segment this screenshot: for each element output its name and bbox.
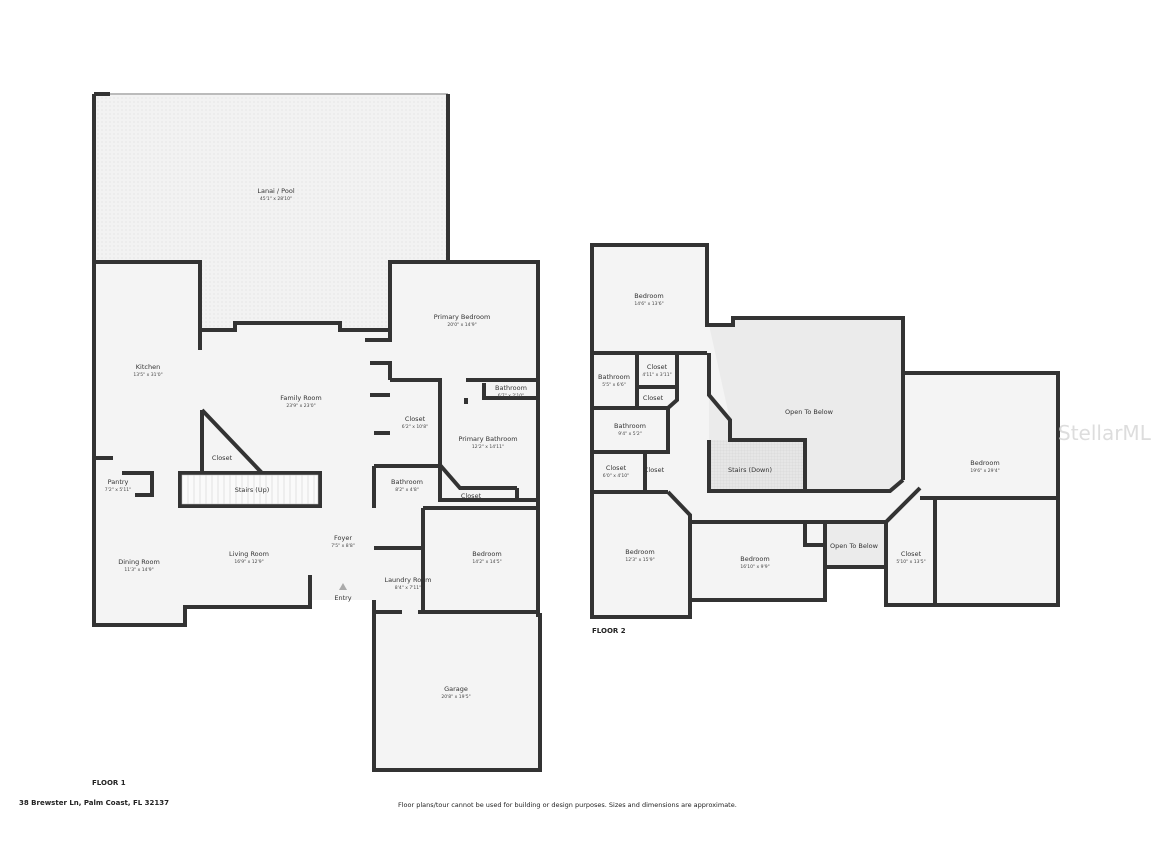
stairs-up-graphic xyxy=(181,474,319,505)
floor-1-area xyxy=(94,262,540,770)
room-name: Bedroom xyxy=(970,459,999,467)
room-name: Stairs (Down) xyxy=(728,466,772,474)
room-name: Open To Below xyxy=(785,408,834,416)
floor-1-plan xyxy=(92,92,542,772)
disclaimer: Floor plans/tour cannot be used for buil… xyxy=(398,801,737,809)
room-dim: 16'9" x 12'9" xyxy=(234,559,263,565)
room-name: Stairs (Up) xyxy=(235,486,270,494)
room-dim: 13'5" x 31'0" xyxy=(133,372,162,378)
room-name: Kitchen xyxy=(136,363,160,371)
room-name: Bedroom xyxy=(634,292,663,300)
room-name: Pantry xyxy=(108,478,129,486)
room-dim: 14'6" x 13'6" xyxy=(634,301,663,307)
room-dim: 8'4" x 7'11" xyxy=(395,585,421,591)
room-name: Family Room xyxy=(280,394,322,402)
room-dim: 14'2" x 14'5" xyxy=(472,559,501,565)
room-name: Closet xyxy=(901,550,922,558)
entry-arrow-icon xyxy=(339,583,347,590)
room-name: Closet xyxy=(461,492,482,500)
room-dim: 6'7" x 2'10" xyxy=(498,393,524,399)
room-name: Primary Bathroom xyxy=(458,435,517,443)
floor-1-label: FLOOR 1 xyxy=(92,779,126,787)
lanai-clear xyxy=(200,262,390,323)
room-dim: 9'4" x 5'2" xyxy=(618,431,642,437)
room-dim: 5'5" x 6'6" xyxy=(602,382,626,388)
entry-label: Entry xyxy=(334,594,351,602)
watermark-logo: StellarMLS xyxy=(1058,421,1152,445)
room-name: Lanai / Pool xyxy=(257,187,294,195)
room-name: Closet xyxy=(405,415,426,423)
room-name: Bathroom xyxy=(614,422,646,430)
room-name: Dining Room xyxy=(118,558,160,566)
open-to-below-2-area xyxy=(827,524,884,567)
room-name: Closet xyxy=(643,394,664,402)
room-name: Closet xyxy=(212,454,233,462)
room-dim: 5'10" x 13'5" xyxy=(896,559,925,565)
floor-2-labels: Bedroom 14'6" x 13'6" Closet 4'11" x 3'1… xyxy=(598,292,1000,570)
room-dim: 12'3" x 15'9" xyxy=(625,557,654,563)
room-dim: 6'2" x 10'8" xyxy=(402,424,428,430)
room-name: Bathroom xyxy=(598,373,630,381)
room-dim: 19'6" x 29'4" xyxy=(970,468,999,474)
room-name: Garage xyxy=(444,685,468,693)
room-name: Bedroom xyxy=(740,555,769,563)
room-name: Laundry Room xyxy=(384,576,431,584)
room-dim: 8'2" x 4'8" xyxy=(395,487,419,493)
room-dim: 23'9" x 23'0" xyxy=(286,403,315,409)
room-name: Primary Bedroom xyxy=(434,313,491,321)
floor-1-labels: Lanai / Pool 45'1" x 28'10" Kitchen 13'5… xyxy=(105,187,527,700)
room-dim: 4'11" x 3'11" xyxy=(642,372,671,378)
room-name: Bedroom xyxy=(625,548,654,556)
room-dim: 16'10" x 9'9" xyxy=(740,564,769,570)
room-dim: 7'2" x 5'11" xyxy=(105,487,131,493)
room-name: Foyer xyxy=(334,534,352,542)
floor-2-plan xyxy=(590,243,1060,619)
room-name: Closet xyxy=(606,464,627,472)
room-dim: 6'0" x 4'10" xyxy=(603,473,629,479)
room-dim: 45'1" x 28'10" xyxy=(260,196,292,202)
stairs-down-graphic xyxy=(710,440,805,491)
room-name: Bedroom xyxy=(472,550,501,558)
floor-2-label: FLOOR 2 xyxy=(592,627,626,635)
room-dim: 20'8" x 19'5" xyxy=(441,694,470,700)
room-dim: 12'2" x 14'11" xyxy=(472,444,504,450)
address: 38 Brewster Ln, Palm Coast, FL 32137 xyxy=(19,799,169,807)
room-dim: 7'5" x 8'8" xyxy=(331,543,355,549)
room-name: Closet xyxy=(647,363,668,371)
room-dim: 11'3" x 14'9" xyxy=(124,567,153,573)
room-name: Closet xyxy=(644,466,665,474)
stair-treads xyxy=(187,475,315,504)
room-name: Bathroom xyxy=(495,384,527,392)
room-name: Bathroom xyxy=(391,478,423,486)
room-dim: 20'0" x 14'9" xyxy=(447,322,476,328)
room-name: Open To Below xyxy=(830,542,879,550)
room-name: Living Room xyxy=(229,550,269,558)
